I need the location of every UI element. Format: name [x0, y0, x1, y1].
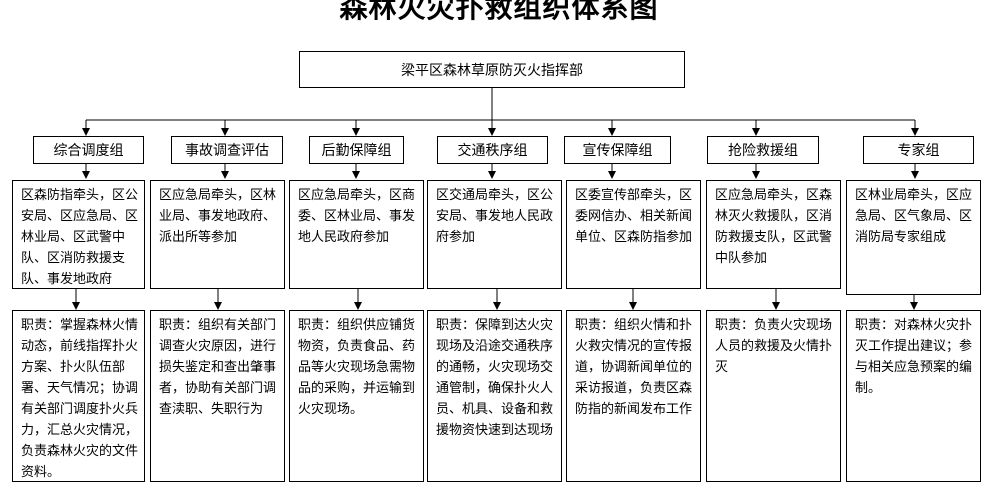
group-name-traffic: 交通秩序组 [437, 136, 548, 164]
group-members-rescue: 区应急局牵头，区森林灭火救援队，区消防救援支队，区武警中队参加 [706, 180, 841, 289]
group-duty-publicity: 职责：组织火情和扑火救灾情况的宣传报道，协调新闻单位的采访报道，负责区森防指的新… [566, 310, 701, 482]
group-members-investigation: 区应急局牵头，区林业局、事发地政府、派出所等参加 [150, 180, 285, 289]
group-duty-dispatch: 职责：掌握森林火情动态，前线指挥扑火方案、扑火队伍部署、天气情况；协调有关部门调… [12, 310, 145, 482]
diagram-title: 森林火灾扑救组织体系图 [339, 0, 659, 24]
group-members-experts: 区林业局牵头，区应急局、区气象局、区消防局专家组成 [846, 180, 981, 295]
group-name-experts: 专家组 [863, 136, 974, 164]
group-name-publicity: 宣传保障组 [564, 136, 671, 164]
group-name-logistics: 后勤保障组 [309, 136, 404, 164]
group-members-publicity: 区委宣传部牵头，区委网信办、相关新闻单位、区森防指参加 [566, 180, 701, 289]
group-duty-logistics: 职责：组织供应铺货物资，负责食品、药品等火灾现场急需物品的采购，并运输到火灾现场… [289, 310, 424, 482]
group-duty-rescue: 职责：负责火灾现场人员的救援及火情扑灭 [706, 310, 841, 482]
group-duty-experts: 职责：对森林火灾扑灭工作提出建议；参与相关应急预案的编制。 [846, 310, 981, 482]
headquarters-box: 梁平区森林草原防灭火指挥部 [299, 51, 685, 88]
group-name-investigation: 事故调查评估 [171, 136, 283, 164]
group-duty-investigation: 职责：组织有关部门调查火灾原因，进行损失鉴定和查出肇事者，协助有关部门调查渎职、… [150, 310, 285, 482]
group-duty-traffic: 职责：保障到达火灾现场及沿途交通秩序的通畅，火灾现场交通管制，确保扑火人员、机具… [427, 310, 562, 482]
group-members-traffic: 区交通局牵头，区公安局、事发地人民政府参加 [427, 180, 562, 289]
group-members-dispatch: 区森防指牵头，区公安局、区应急局、区林业局、区武警中队、区消防救援支队、事发地政… [12, 180, 145, 289]
group-name-dispatch: 综合调度组 [33, 136, 144, 164]
group-name-rescue: 抢险救援组 [707, 136, 819, 164]
group-members-logistics: 区应急局牵头，区商委、区林业局、事发地人民政府参加 [289, 180, 424, 289]
